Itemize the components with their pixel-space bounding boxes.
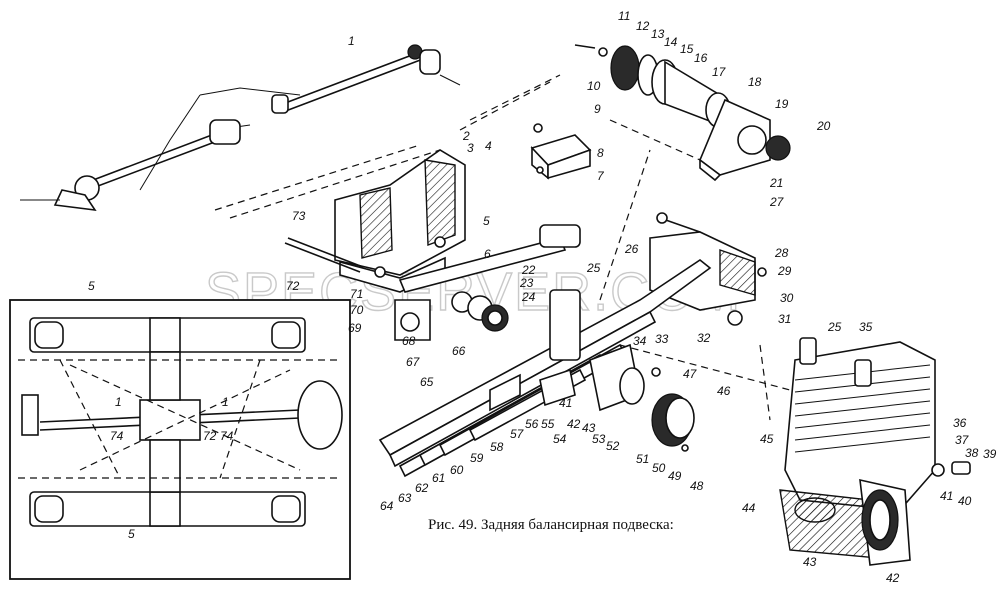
- label-23: 23: [519, 276, 534, 290]
- label-57: 57: [510, 427, 525, 441]
- label-52: 52: [606, 439, 620, 453]
- label-15: 15: [680, 42, 694, 56]
- label-56: 56: [525, 417, 539, 431]
- label-42-b: 42: [567, 417, 581, 431]
- label-61: 61: [432, 471, 445, 485]
- label-48: 48: [690, 479, 704, 493]
- reaction-rods: [20, 44, 461, 212]
- label-73: 73: [292, 209, 306, 223]
- label-4: 4: [485, 139, 492, 153]
- label-69: 69: [348, 321, 362, 335]
- label-49: 49: [668, 469, 682, 483]
- plan-dashed-lines: [18, 359, 340, 479]
- inset-label-72: 72: [203, 429, 217, 443]
- label-17: 17: [712, 65, 727, 79]
- label-25-b: 25: [827, 320, 842, 334]
- label-42: 42: [886, 571, 900, 585]
- hub-assembly: [574, 44, 791, 182]
- label-9: 9: [594, 102, 601, 116]
- label-11: 11: [618, 9, 630, 23]
- label-39: 39: [983, 447, 997, 461]
- label-26: 26: [624, 242, 639, 256]
- label-47: 47: [683, 367, 698, 381]
- leaf-spring: [378, 259, 712, 478]
- label-31: 31: [778, 312, 791, 326]
- part-labels: 1 2 3 4 5 6 7 8 9 10 11 12 13 14 15 16 1…: [88, 9, 997, 585]
- label-21: 21: [769, 176, 783, 190]
- label-34: 34: [633, 334, 647, 348]
- spring-pad: [530, 123, 592, 180]
- label-12: 12: [636, 19, 650, 33]
- label-54: 54: [553, 432, 567, 446]
- label-60: 60: [450, 463, 464, 477]
- inset-label-5-bottom: 5: [128, 527, 135, 541]
- label-36: 36: [953, 416, 967, 430]
- label-28: 28: [774, 246, 789, 260]
- label-45: 45: [760, 432, 774, 446]
- label-3: 3: [467, 141, 474, 155]
- label-29: 29: [777, 264, 792, 278]
- label-6: 6: [484, 247, 491, 261]
- label-40: 40: [958, 494, 972, 508]
- label-72: 72: [286, 279, 300, 293]
- label-35: 35: [859, 320, 873, 334]
- cutaway-hub: [779, 337, 971, 566]
- label-19: 19: [775, 97, 789, 111]
- label-5: 5: [483, 214, 490, 228]
- label-27: 27: [769, 195, 785, 209]
- label-22: 22: [521, 263, 536, 277]
- label-51: 51: [636, 452, 649, 466]
- label-43: 43: [803, 555, 817, 569]
- label-41-b: 41: [559, 396, 572, 410]
- label-7: 7: [597, 169, 605, 183]
- label-44: 44: [742, 501, 756, 515]
- label-65: 65: [420, 375, 434, 389]
- label-46: 46: [717, 384, 731, 398]
- label-59: 59: [470, 451, 484, 465]
- inset-label-74-left: 74: [110, 429, 124, 443]
- label-10: 10: [587, 79, 601, 93]
- label-20: 20: [816, 119, 831, 133]
- alignment-lines: [214, 74, 791, 421]
- label-64: 64: [380, 499, 394, 513]
- label-53: 53: [592, 432, 606, 446]
- label-63: 63: [398, 491, 412, 505]
- label-43-b: 43: [582, 421, 596, 435]
- inset-label-1-right: 1: [222, 395, 229, 409]
- inset-label-1-left: 1: [115, 395, 122, 409]
- label-25: 25: [586, 261, 601, 275]
- label-30: 30: [780, 291, 794, 305]
- inset-label-74-right: 74: [220, 429, 234, 443]
- plan-view-inset: [9, 299, 351, 580]
- trunnion-bracket: [334, 149, 466, 293]
- label-37: 37: [955, 433, 970, 447]
- label-71: 71: [350, 287, 363, 301]
- label-13: 13: [651, 27, 665, 41]
- label-14: 14: [664, 35, 678, 49]
- label-58: 58: [490, 440, 504, 454]
- label-33: 33: [655, 332, 669, 346]
- label-67: 67: [406, 355, 421, 369]
- label-68: 68: [402, 334, 416, 348]
- label-55: 55: [541, 417, 555, 431]
- label-8: 8: [597, 146, 604, 160]
- label-18: 18: [748, 75, 762, 89]
- label-50: 50: [652, 461, 666, 475]
- spring-seat-hub: [589, 343, 695, 452]
- label-2: 2: [462, 129, 470, 143]
- label-70: 70: [350, 303, 364, 317]
- inset-label-5-top: 5: [88, 279, 95, 293]
- label-38: 38: [965, 446, 979, 460]
- trunnion-axle: [284, 224, 581, 341]
- label-66: 66: [452, 344, 466, 358]
- label-41: 41: [940, 489, 953, 503]
- label-16: 16: [694, 51, 708, 65]
- label-1: 1: [348, 34, 355, 48]
- label-24: 24: [521, 290, 536, 304]
- label-62: 62: [415, 481, 429, 495]
- figure-caption: Рис. 49. Задняя балансирная подвеска:: [428, 517, 674, 533]
- label-32: 32: [697, 331, 711, 345]
